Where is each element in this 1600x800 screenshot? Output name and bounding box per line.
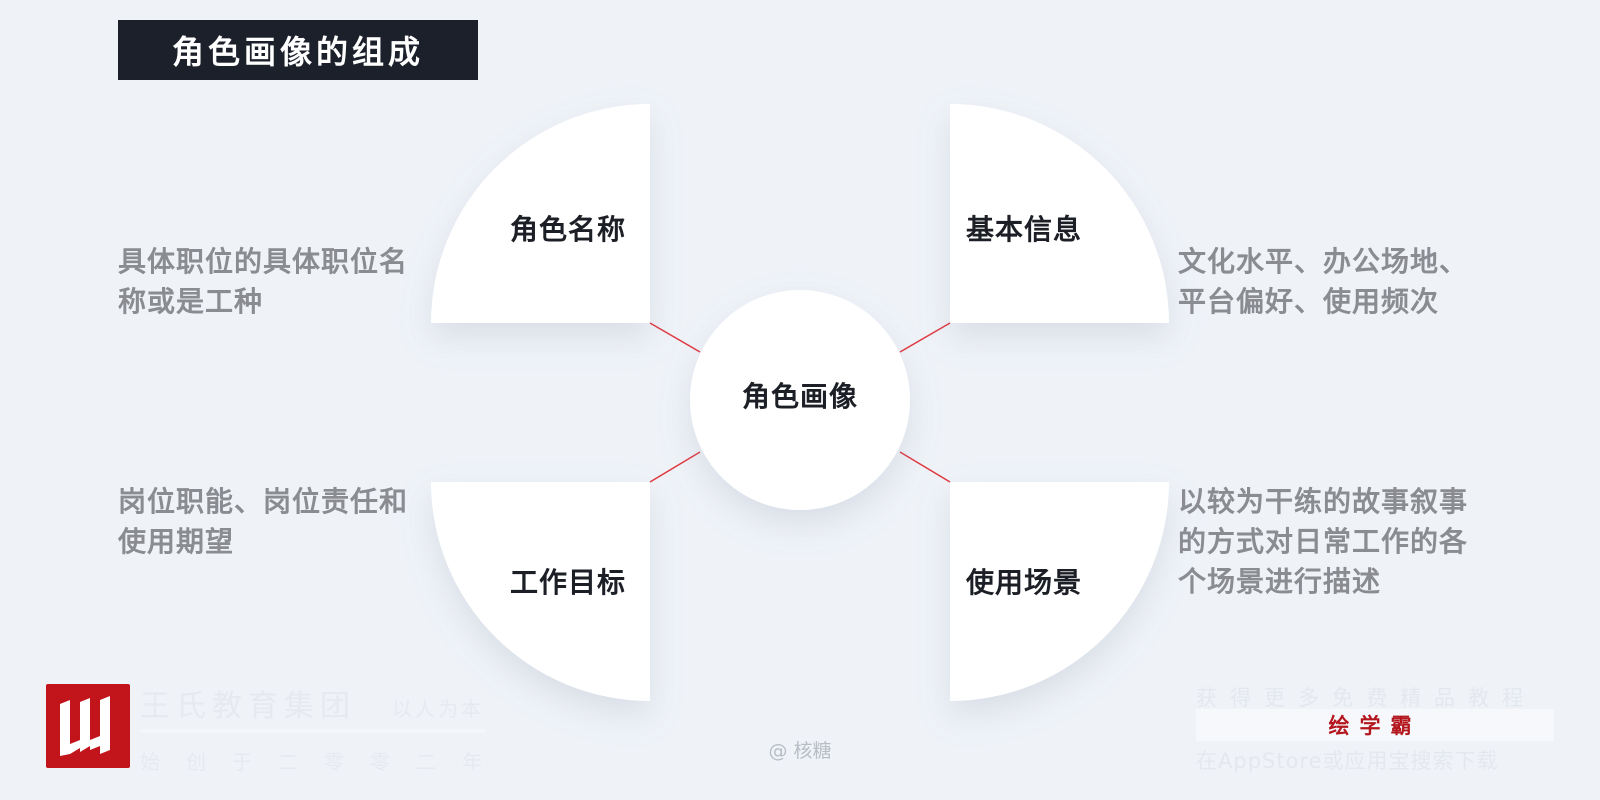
center-circle	[690, 290, 910, 510]
quadrant-label-bottom-left: 工作目标	[510, 566, 627, 599]
promo-headline: 获得更多免费精品教程	[1196, 686, 1536, 710]
author-credit: @ 核糖	[768, 740, 832, 762]
quadrant-top-left-shape	[431, 104, 650, 323]
description-line: 平台偏好、使用频次	[1178, 285, 1440, 318]
description-line: 文化水平、办公场地、	[1178, 245, 1469, 278]
description-line: 称或是工种	[118, 285, 264, 318]
watermark-slogan: 以人为本	[392, 697, 484, 721]
connector-bottom-left	[649, 451, 701, 483]
watermark-founded: 始创于二零零二年	[140, 750, 508, 774]
promo-brand: 绘学霸	[1196, 709, 1554, 741]
quadrant-label-top-left: 角色名称	[510, 213, 627, 246]
center-label: 角色画像	[741, 380, 858, 413]
page-title: 角色画像的组成	[118, 20, 478, 80]
promo-download-hint: 在AppStore或应用宝搜索下载	[1196, 749, 1499, 773]
description-line: 岗位职能、岗位责任和	[118, 485, 409, 518]
quadrant-label-bottom-right: 使用场景	[966, 566, 1083, 599]
description-line: 使用期望	[118, 525, 235, 558]
quadrant-top-right-shape	[950, 104, 1169, 323]
connector-bottom-right	[899, 451, 951, 483]
description-top-right: 文化水平、办公场地、 平台偏好、使用频次	[1178, 242, 1468, 322]
description-line: 个场景进行描述	[1178, 565, 1382, 598]
connector-top-right	[899, 322, 951, 353]
quadrant-label-top-right: 基本信息	[966, 213, 1083, 246]
description-bottom-left: 岗位职能、岗位责任和 使用期望	[118, 482, 408, 562]
watermark-divider	[140, 729, 486, 733]
connector-top-left	[649, 322, 701, 353]
description-line: 的方式对日常工作的各	[1178, 525, 1469, 558]
description-line: 以较为干练的故事叙事	[1178, 485, 1469, 518]
quadrant-bottom-left-shape	[431, 482, 650, 701]
watermark-company-name: 王氏教育集团	[140, 689, 356, 724]
logo-w-icon	[60, 696, 110, 756]
description-line: 具体职位的具体职位名	[118, 245, 409, 278]
description-top-left: 具体职位的具体职位名 称或是工种	[118, 242, 408, 322]
quadrant-bottom-right-shape	[950, 482, 1169, 701]
description-bottom-right: 以较为干练的故事叙事 的方式对日常工作的各 个场景进行描述	[1178, 482, 1468, 602]
brand-logo	[46, 684, 130, 768]
